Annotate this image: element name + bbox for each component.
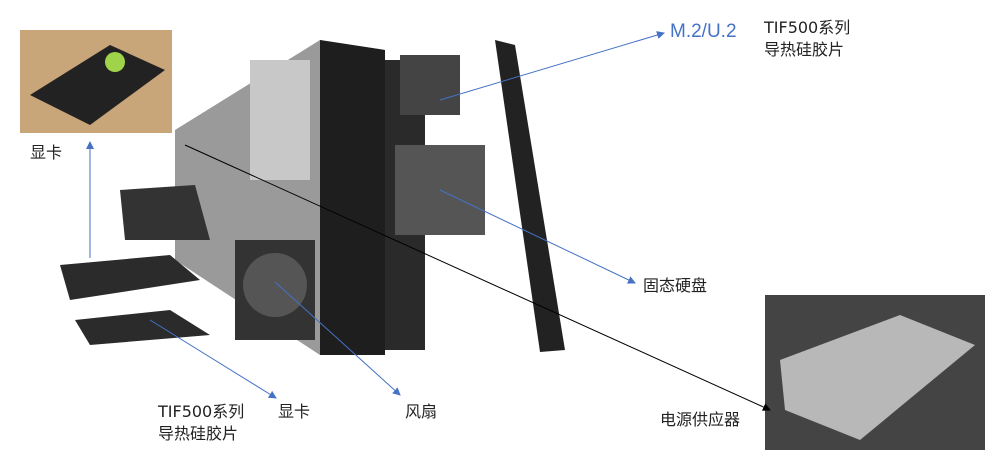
label-fan: 风扇 [405,402,438,421]
arrow-m2 [439,31,665,101]
label-gpu-bottom: 显卡 [278,402,311,421]
label-tif-top-2: 导热硅胶片 [764,40,845,59]
label-tif-bottom-2: 导热硅胶片 [158,424,239,443]
label-tif-bottom-1: TIF500系列 [158,402,245,421]
side-panel-image [495,40,565,352]
arrow-gpu-bottom [149,319,277,399]
label-tif-top-1: TIF500系列 [764,18,851,37]
label-ssd: 固态硬盘 [643,276,708,295]
label-gpu-top: 显卡 [30,143,63,162]
psu-photo [765,295,985,450]
label-m2: M.2/U.2 [670,21,737,42]
arrow-fan [274,281,401,396]
arrow-ssd [439,189,636,284]
gpu-photo [20,30,172,133]
label-psu: 电源供应器 [660,410,741,429]
workstation-tower-image [60,40,485,355]
arrow-psu [184,144,771,411]
